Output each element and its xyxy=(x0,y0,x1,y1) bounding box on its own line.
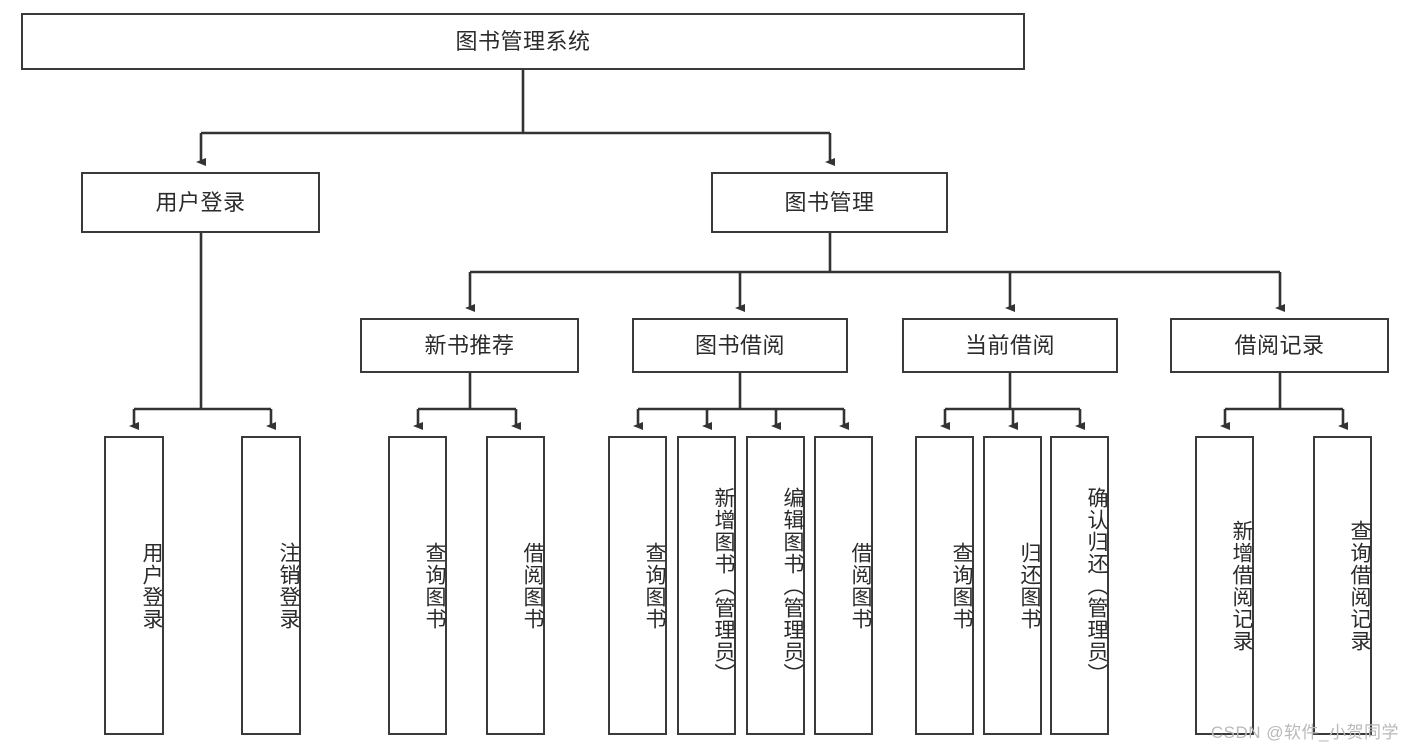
node-label: 用户登录 xyxy=(140,541,163,630)
node-label: 查询图书 xyxy=(423,541,446,630)
node-leaf_cur3[interactable]: 确认归还（管理员） xyxy=(1050,436,1109,735)
node-label: 查询图书 xyxy=(643,541,666,630)
node-current[interactable]: 当前借阅 xyxy=(902,318,1118,373)
node-label: 归还图书 xyxy=(1018,541,1041,630)
node-leaf_new1[interactable]: 查询图书 xyxy=(388,436,447,735)
node-label: 查询借阅记录 xyxy=(1348,519,1371,652)
node-leaf_cur1[interactable]: 查询图书 xyxy=(915,436,974,735)
node-label: 当前借阅 xyxy=(964,332,1055,358)
node-label: 借阅图书 xyxy=(521,541,544,630)
node-label: 图书管理系统 xyxy=(455,28,591,54)
node-leaf_rec2[interactable]: 查询借阅记录 xyxy=(1313,436,1372,735)
node-leaf_new2[interactable]: 借阅图书 xyxy=(486,436,545,735)
node-leaf_bor1[interactable]: 查询图书 xyxy=(608,436,667,735)
node-leaf_login1[interactable]: 用户登录 xyxy=(104,436,164,735)
node-root[interactable]: 图书管理系统 xyxy=(21,13,1025,70)
node-leaf_login2[interactable]: 注销登录 xyxy=(241,436,301,735)
node-label: 确认归还（管理员） xyxy=(1085,486,1108,685)
node-newbook[interactable]: 新书推荐 xyxy=(360,318,579,373)
node-leaf_cur2[interactable]: 归还图书 xyxy=(983,436,1042,735)
node-login[interactable]: 用户登录 xyxy=(81,172,320,233)
node-label: 新书推荐 xyxy=(424,332,515,358)
node-label: 注销登录 xyxy=(277,541,300,630)
node-bookmgmt[interactable]: 图书管理 xyxy=(711,172,948,233)
node-label: 编辑图书（管理员） xyxy=(781,486,804,685)
node-label: 图书管理 xyxy=(784,189,875,215)
node-label: 新增图书（管理员） xyxy=(712,486,735,685)
node-leaf_rec1[interactable]: 新增借阅记录 xyxy=(1195,436,1254,735)
node-label: 借阅图书 xyxy=(849,541,872,630)
node-leaf_bor4[interactable]: 借阅图书 xyxy=(814,436,873,735)
node-records[interactable]: 借阅记录 xyxy=(1170,318,1389,373)
node-label: 查询图书 xyxy=(950,541,973,630)
node-leaf_bor2[interactable]: 新增图书（管理员） xyxy=(677,436,736,735)
csdn-watermark: CSDN @软件_小贺同学 xyxy=(1210,723,1399,742)
node-label: 借阅记录 xyxy=(1234,332,1325,358)
node-label: 新增借阅记录 xyxy=(1230,519,1253,652)
node-borrow[interactable]: 图书借阅 xyxy=(632,318,848,373)
node-label: 用户登录 xyxy=(155,189,246,215)
node-label: 图书借阅 xyxy=(694,332,785,358)
node-leaf_bor3[interactable]: 编辑图书（管理员） xyxy=(746,436,805,735)
